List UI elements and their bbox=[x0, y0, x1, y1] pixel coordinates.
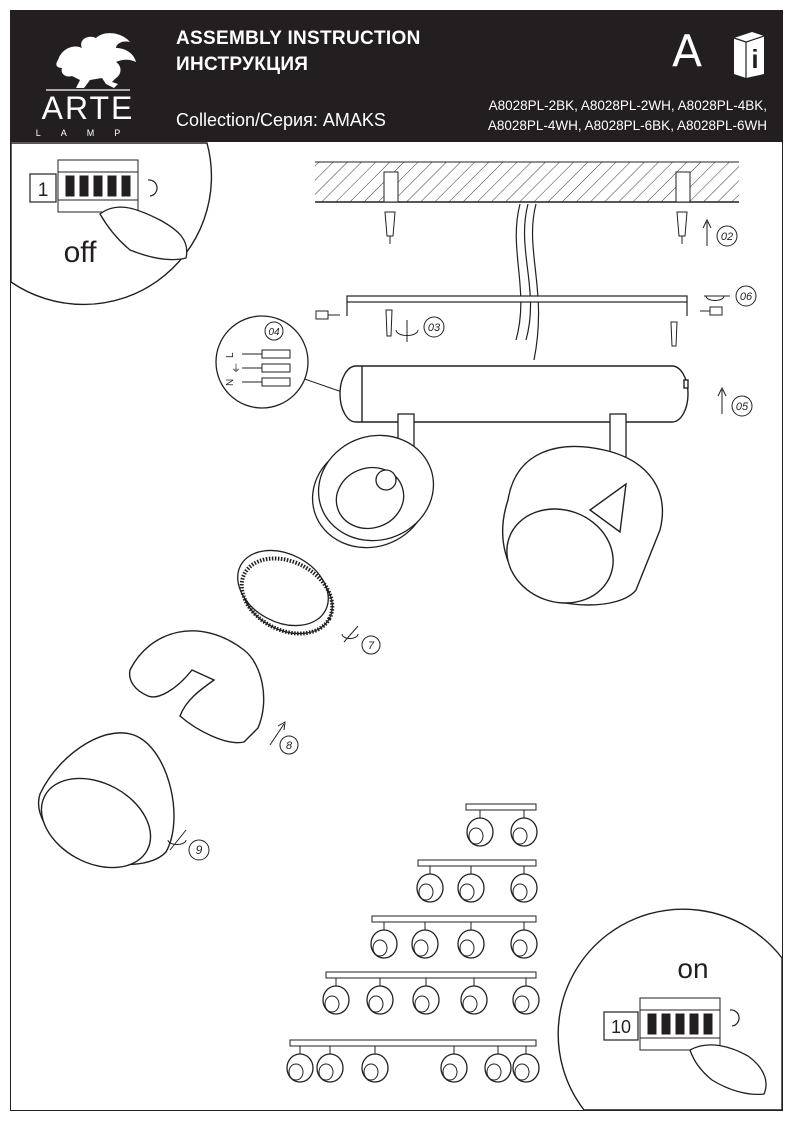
led-module bbox=[237, 549, 335, 636]
mounting-bracket bbox=[346, 295, 688, 316]
language-letter: A bbox=[672, 26, 703, 77]
rotate-arrow-icon bbox=[341, 625, 359, 643]
breaker-switch-icon bbox=[57, 159, 139, 213]
step10-switch-on-inset: on 10 bbox=[557, 908, 783, 1111]
step10-number: 10 bbox=[611, 1017, 631, 1037]
screw-icon bbox=[670, 321, 678, 347]
rotate-arrow-icon bbox=[704, 295, 730, 301]
variant-lamp-lens bbox=[514, 1063, 530, 1081]
wire-label-l: L bbox=[225, 352, 236, 358]
variant-lamp-lens bbox=[288, 1063, 304, 1081]
wire-label-earth: ⏚ bbox=[231, 363, 241, 375]
variant-lamp-lens bbox=[414, 995, 430, 1013]
step9-number: 9 bbox=[196, 843, 203, 857]
wall-plug-icon bbox=[384, 211, 396, 244]
arrow-up-icon bbox=[269, 721, 286, 746]
step1-label: off bbox=[64, 236, 97, 269]
step4-number: 04 bbox=[268, 327, 280, 338]
step7-number: 7 bbox=[368, 640, 375, 652]
arrow-up-icon bbox=[702, 218, 712, 246]
fixture-base bbox=[339, 365, 689, 423]
variant-lamp-lens bbox=[413, 939, 429, 957]
product-variants bbox=[286, 803, 540, 1083]
title-ru: ИНСТРУКЦИЯ bbox=[176, 54, 309, 75]
arte-lamp-logo: ARTE LAMP bbox=[36, 33, 141, 138]
variant-lamp-lens bbox=[512, 827, 528, 845]
models-line-1: A8028PL-2BK, A8028PL-2WH, A8028PL-4BK, bbox=[488, 98, 767, 113]
breaker-switch-icon bbox=[639, 997, 721, 1051]
step10-label: on bbox=[677, 953, 708, 984]
step8-number: 8 bbox=[286, 740, 293, 752]
screw-icon bbox=[385, 309, 393, 337]
variant-lamp-lens bbox=[459, 939, 475, 957]
header-bar: ARTE LAMP ASSEMBLY INSTRUCTION ИНСТРУКЦИ… bbox=[10, 10, 783, 142]
variant-lamp-lens bbox=[486, 1063, 502, 1081]
step4-wiring-inset: 04 L ⏚ N bbox=[215, 315, 343, 409]
collection-line: Collection/Серия: AMAKS bbox=[176, 110, 386, 130]
variant-lamp-lens bbox=[514, 995, 530, 1013]
variant-lamp-lens bbox=[462, 995, 478, 1013]
step1-number: 1 bbox=[38, 180, 49, 201]
rotate-arrow-icon bbox=[395, 320, 419, 342]
variant-bar-5 bbox=[325, 971, 537, 979]
logo-sub: LAMP bbox=[36, 128, 141, 138]
variant-lamp-lens bbox=[468, 827, 484, 845]
screw-icon bbox=[315, 310, 340, 320]
wire-label-n: N bbox=[225, 379, 236, 386]
lamp-holder bbox=[311, 434, 435, 549]
griffin-icon bbox=[56, 33, 136, 88]
models-line-2: A8028PL-4WH, A8028PL-6BK, A8028PL-6WH bbox=[487, 118, 767, 133]
info-book-icon: i bbox=[733, 32, 765, 78]
lamp-head-assembled bbox=[502, 445, 664, 606]
variant-lamp-lens bbox=[368, 995, 384, 1013]
variant-bar-6 bbox=[289, 1039, 537, 1047]
variant-lamp-lens bbox=[459, 883, 475, 901]
variant-lamp-lens bbox=[363, 1063, 379, 1081]
variant-lamp-lens bbox=[442, 1063, 458, 1081]
variant-lamp-lens bbox=[418, 883, 434, 901]
hand-icon bbox=[99, 206, 188, 261]
logo-brand: ARTE bbox=[42, 90, 135, 126]
outer-shade bbox=[38, 732, 175, 869]
variant-bar-2 bbox=[465, 803, 537, 811]
step2-number: 02 bbox=[721, 231, 733, 243]
variant-lamp-lens bbox=[512, 883, 528, 901]
variant-lamp-lens bbox=[324, 995, 340, 1013]
step3-number: 03 bbox=[428, 322, 441, 334]
rotate-arrow-icon bbox=[167, 829, 187, 851]
step5-number: 05 bbox=[736, 401, 749, 413]
variant-bar-4 bbox=[371, 915, 537, 923]
variant-lamp-lens bbox=[372, 939, 388, 957]
info-glyph: i bbox=[751, 44, 758, 74]
content-frame bbox=[10, 142, 783, 1111]
screw-icon bbox=[700, 306, 723, 316]
cover-ring bbox=[128, 630, 265, 744]
wall-plug-icon bbox=[676, 211, 688, 244]
step6-number: 06 bbox=[740, 291, 753, 303]
hand-icon bbox=[689, 1044, 767, 1096]
ceiling bbox=[315, 161, 739, 203]
arrow-up-icon bbox=[717, 386, 727, 414]
title-en: ASSEMBLY INSTRUCTION bbox=[176, 28, 421, 49]
variant-lamp-lens bbox=[512, 939, 528, 957]
variant-lamp-lens bbox=[318, 1063, 334, 1081]
variant-bar-3 bbox=[417, 859, 537, 867]
power-wires bbox=[515, 203, 540, 361]
step1-switch-off-inset: 1 off bbox=[10, 142, 213, 306]
